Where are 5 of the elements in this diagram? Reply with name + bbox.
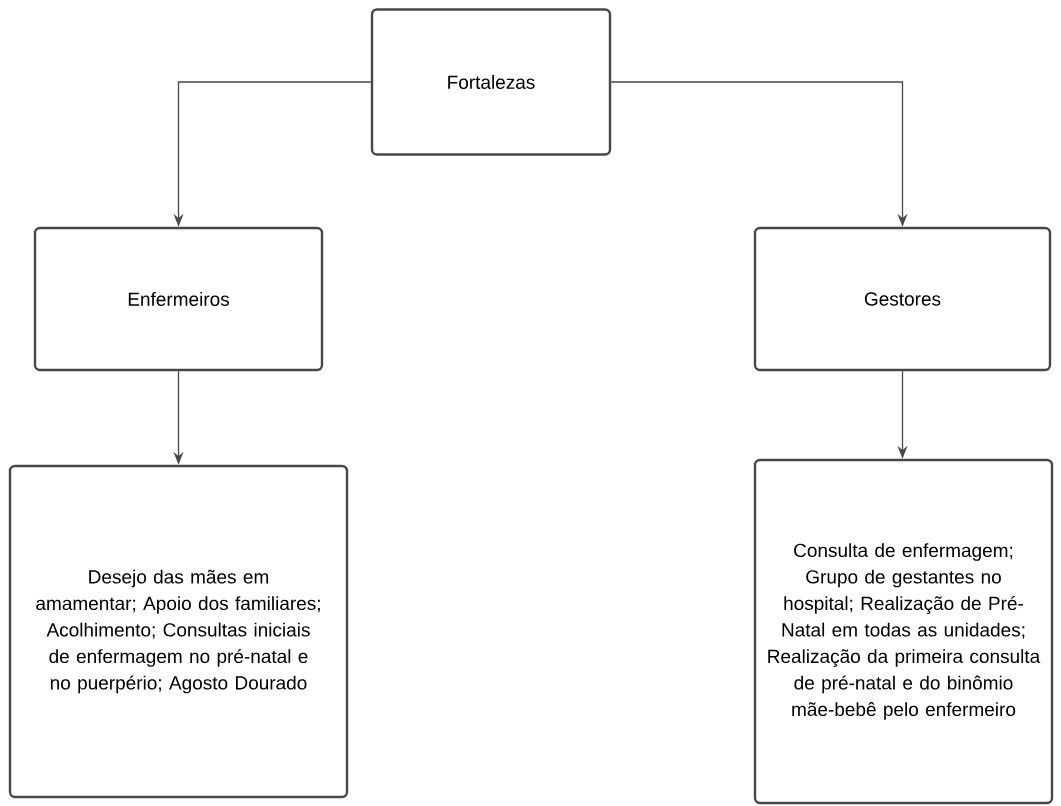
process-box: Enfermeiros	[33, 226, 324, 372]
process-box: Gestores	[753, 226, 1052, 372]
process-box: Fortalezas	[370, 8, 612, 156]
process-box: Consulta de enfermagem; Grupo de gestantes no hospital; Realização de Pré-Natal em todas as unidades; Realização da primeira consulta de pré-natal e do binômio mãe-bebê pelo enfermeiro	[753, 458, 1054, 805]
process-box: Desejo das mães em amamentar; Apoio dos familiares; Acolhimento; Consultas iniciais de enfermagem no pré-natal e no puerpério; Agosto Dourado	[8, 464, 349, 799]
